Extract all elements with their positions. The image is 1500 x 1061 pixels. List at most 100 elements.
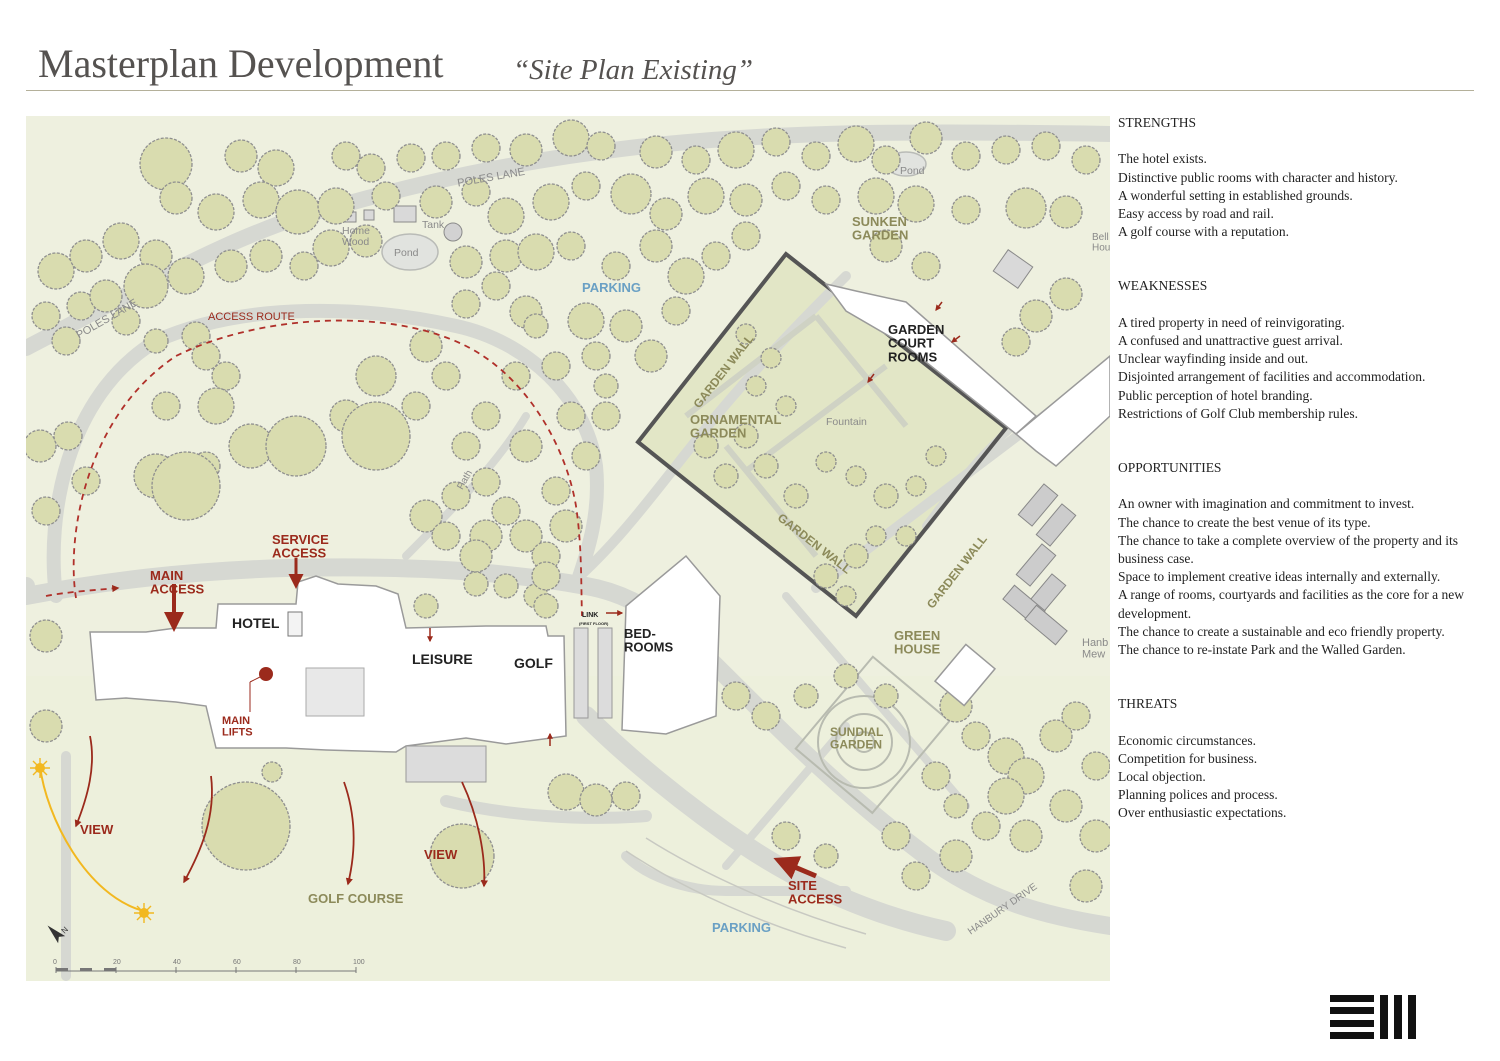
tree-icon bbox=[987, 777, 1025, 815]
tree-icon bbox=[745, 375, 767, 397]
tree-icon bbox=[649, 197, 683, 231]
swot-threats: THREATS Economic circumstances. Competit… bbox=[1118, 695, 1480, 822]
sundial-garden bbox=[794, 655, 951, 815]
label-tank: Tank bbox=[422, 219, 445, 231]
tree-icon bbox=[1079, 819, 1110, 853]
tree-icon bbox=[733, 423, 759, 449]
tree-icon bbox=[1009, 819, 1043, 853]
tree-icon bbox=[275, 189, 321, 235]
tree-icon bbox=[111, 306, 141, 336]
tree-icon bbox=[729, 183, 763, 217]
label-view-left: VIEW bbox=[80, 822, 114, 837]
tree-icon bbox=[409, 499, 443, 533]
tree-icon bbox=[441, 481, 471, 511]
hotel-building bbox=[89, 575, 567, 753]
swot-item: Public perception of hotel branding. bbox=[1118, 387, 1313, 403]
label-line: HOUSE bbox=[894, 642, 941, 657]
swot-item: Economic circumstances. bbox=[1118, 732, 1256, 748]
tree-icon bbox=[431, 141, 461, 171]
label-golf-course: GOLF COURSE bbox=[308, 891, 404, 906]
tree-icon bbox=[717, 131, 755, 169]
swot-item: A tired property in need of reinvigorati… bbox=[1118, 314, 1345, 330]
tree-icon bbox=[71, 466, 101, 496]
page-title: Masterplan Development bbox=[38, 41, 444, 86]
label-parking-bottom: PARKING bbox=[712, 920, 771, 935]
tree-icon bbox=[493, 573, 519, 599]
tree-icon bbox=[667, 257, 705, 295]
tree-icon bbox=[69, 239, 103, 273]
tank bbox=[443, 222, 463, 242]
swot-item: Unclear wayfinding inside and out. bbox=[1118, 351, 1309, 367]
tree-icon bbox=[610, 173, 652, 215]
scale-tick-label: 100 bbox=[353, 959, 365, 966]
tree-icon bbox=[1049, 277, 1083, 311]
tree-icon bbox=[760, 347, 782, 369]
tree-icon bbox=[609, 309, 643, 343]
tree-icon bbox=[481, 271, 511, 301]
tree-icon bbox=[556, 401, 586, 431]
label-line: ACCESS bbox=[150, 582, 205, 597]
tree-icon bbox=[151, 391, 181, 421]
tree-icon bbox=[1019, 299, 1053, 333]
tree-icon bbox=[751, 701, 781, 731]
swot-item: The chance to re-instate Park and the Wa… bbox=[1118, 642, 1406, 658]
trees bbox=[26, 119, 1110, 903]
label-link: LINK bbox=[582, 612, 598, 619]
tree-icon bbox=[26, 429, 57, 463]
label-line: LIFTS bbox=[222, 727, 253, 739]
tree-icon bbox=[721, 681, 751, 711]
tree-icon bbox=[873, 483, 899, 509]
swot-item: Local objection. bbox=[1118, 769, 1206, 785]
tree-icon bbox=[396, 143, 426, 173]
swot-item: A wonderful setting in established groun… bbox=[1118, 187, 1353, 203]
tree-icon bbox=[159, 181, 193, 215]
tree-icon bbox=[31, 301, 61, 331]
label-link-sub: (FIRST FLOOR) bbox=[579, 621, 609, 626]
tree-icon bbox=[813, 563, 839, 589]
label-line: GARDEN bbox=[690, 426, 746, 441]
tree-icon bbox=[317, 187, 355, 225]
tree-icon bbox=[257, 149, 295, 187]
tree-icon bbox=[591, 401, 621, 431]
scale-tick-label: 60 bbox=[233, 959, 241, 966]
hotel-courtyard bbox=[305, 667, 365, 717]
tree-icon bbox=[463, 571, 489, 597]
label-bedrooms: BED-ROOMS bbox=[624, 626, 673, 655]
tree-icon bbox=[943, 793, 969, 819]
tree-icon bbox=[51, 326, 81, 356]
tree-icon bbox=[211, 361, 241, 391]
tree-icon bbox=[634, 339, 668, 373]
label-line: SERVICE bbox=[272, 532, 329, 547]
tree-icon bbox=[865, 525, 887, 547]
tree-icon bbox=[1081, 751, 1110, 781]
swot-item: A range of rooms, courtyards and facilit… bbox=[1118, 587, 1464, 621]
outbuilding bbox=[363, 209, 375, 221]
tree-icon bbox=[471, 401, 501, 431]
tree-icon bbox=[693, 433, 719, 459]
tree-icon bbox=[371, 181, 401, 211]
label-line: Bell bbox=[1092, 232, 1109, 243]
tree-icon bbox=[197, 387, 235, 425]
tree-icon bbox=[951, 141, 981, 171]
label-line: Mew bbox=[1082, 649, 1105, 661]
swot-opportunities: OPPORTUNITIES An owner with imagination … bbox=[1118, 459, 1480, 659]
main-lifts-marker bbox=[259, 667, 273, 681]
swot-item: Space to implement creative ideas intern… bbox=[1118, 569, 1441, 585]
swot-item: Disjointed arrangement of facilities and… bbox=[1118, 369, 1426, 385]
tree-icon bbox=[905, 475, 927, 497]
tree-icon bbox=[873, 683, 899, 709]
tree-icon bbox=[586, 131, 616, 161]
tree-icon bbox=[815, 451, 837, 473]
sun-icon bbox=[134, 903, 154, 923]
tree-icon bbox=[151, 451, 221, 521]
tree-icon bbox=[909, 121, 943, 155]
tree-icon bbox=[771, 821, 801, 851]
tree-icon bbox=[925, 445, 947, 467]
label-line: ROOMS bbox=[888, 349, 937, 364]
